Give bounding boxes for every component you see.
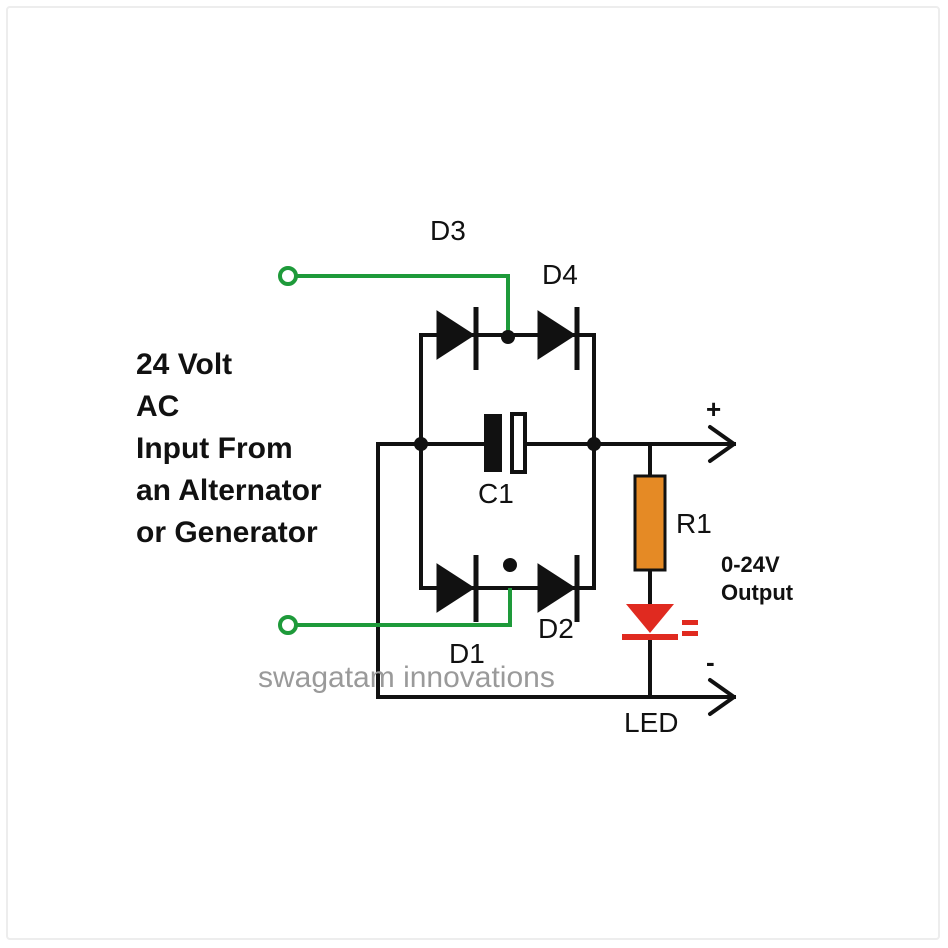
label-d2: D2 — [538, 613, 574, 644]
d4-diode-triangle — [537, 310, 576, 360]
led-bar — [622, 634, 678, 640]
image-border — [6, 6, 940, 940]
label-plus: + — [706, 394, 721, 424]
label-c1: C1 — [478, 478, 514, 509]
label-minus: - — [706, 647, 715, 677]
label-output-range: 0-24V — [721, 552, 780, 577]
label-d4: D4 — [542, 259, 578, 290]
positive-output-arrow — [708, 425, 736, 463]
junction-right-node — [587, 437, 601, 451]
c1-plate-left — [484, 414, 502, 472]
c1-capacitor — [484, 412, 527, 474]
led-emission-line-1 — [682, 620, 698, 625]
d2-diode-triangle — [537, 563, 576, 613]
junction-dots — [414, 330, 601, 572]
junction-left-node — [414, 437, 428, 451]
diode-symbols — [436, 307, 580, 622]
led-emission-line-2 — [682, 631, 698, 636]
label-r1: R1 — [676, 508, 712, 539]
circuit-wires — [376, 333, 736, 716]
junction-bottom-ac-node — [503, 558, 517, 572]
watermark-text: swagatam innovations — [258, 661, 555, 694]
d1-diode-triangle — [436, 563, 475, 613]
ac-input-bottom-wire — [296, 588, 512, 627]
negative-output-arrow — [708, 678, 736, 716]
input-label-line-3: Input From — [136, 432, 293, 465]
ac-input-bottom-terminal — [278, 615, 298, 635]
label-d3: D3 — [430, 215, 466, 246]
negative-return-wire — [376, 442, 736, 699]
input-label-line-4: an Alternator — [136, 474, 322, 507]
label-led: LED — [624, 707, 678, 738]
led-symbol — [622, 604, 698, 640]
input-label-line-1: 24 Volt — [136, 348, 232, 381]
ac-input-top-terminal — [278, 266, 298, 286]
label-output-word: Output — [721, 580, 794, 605]
ac-input-top-wire — [296, 274, 510, 335]
led-triangle — [626, 604, 674, 633]
c1-plate-right — [510, 412, 527, 474]
r1-resistor — [633, 474, 667, 572]
d3-diode-triangle — [436, 310, 475, 360]
label-d1: D1 — [449, 638, 485, 669]
input-label-line-2: AC — [136, 390, 179, 423]
ac-input-wires — [296, 274, 512, 627]
junction-top-ac-node — [501, 330, 515, 344]
input-label-line-5: or Generator — [136, 516, 318, 549]
